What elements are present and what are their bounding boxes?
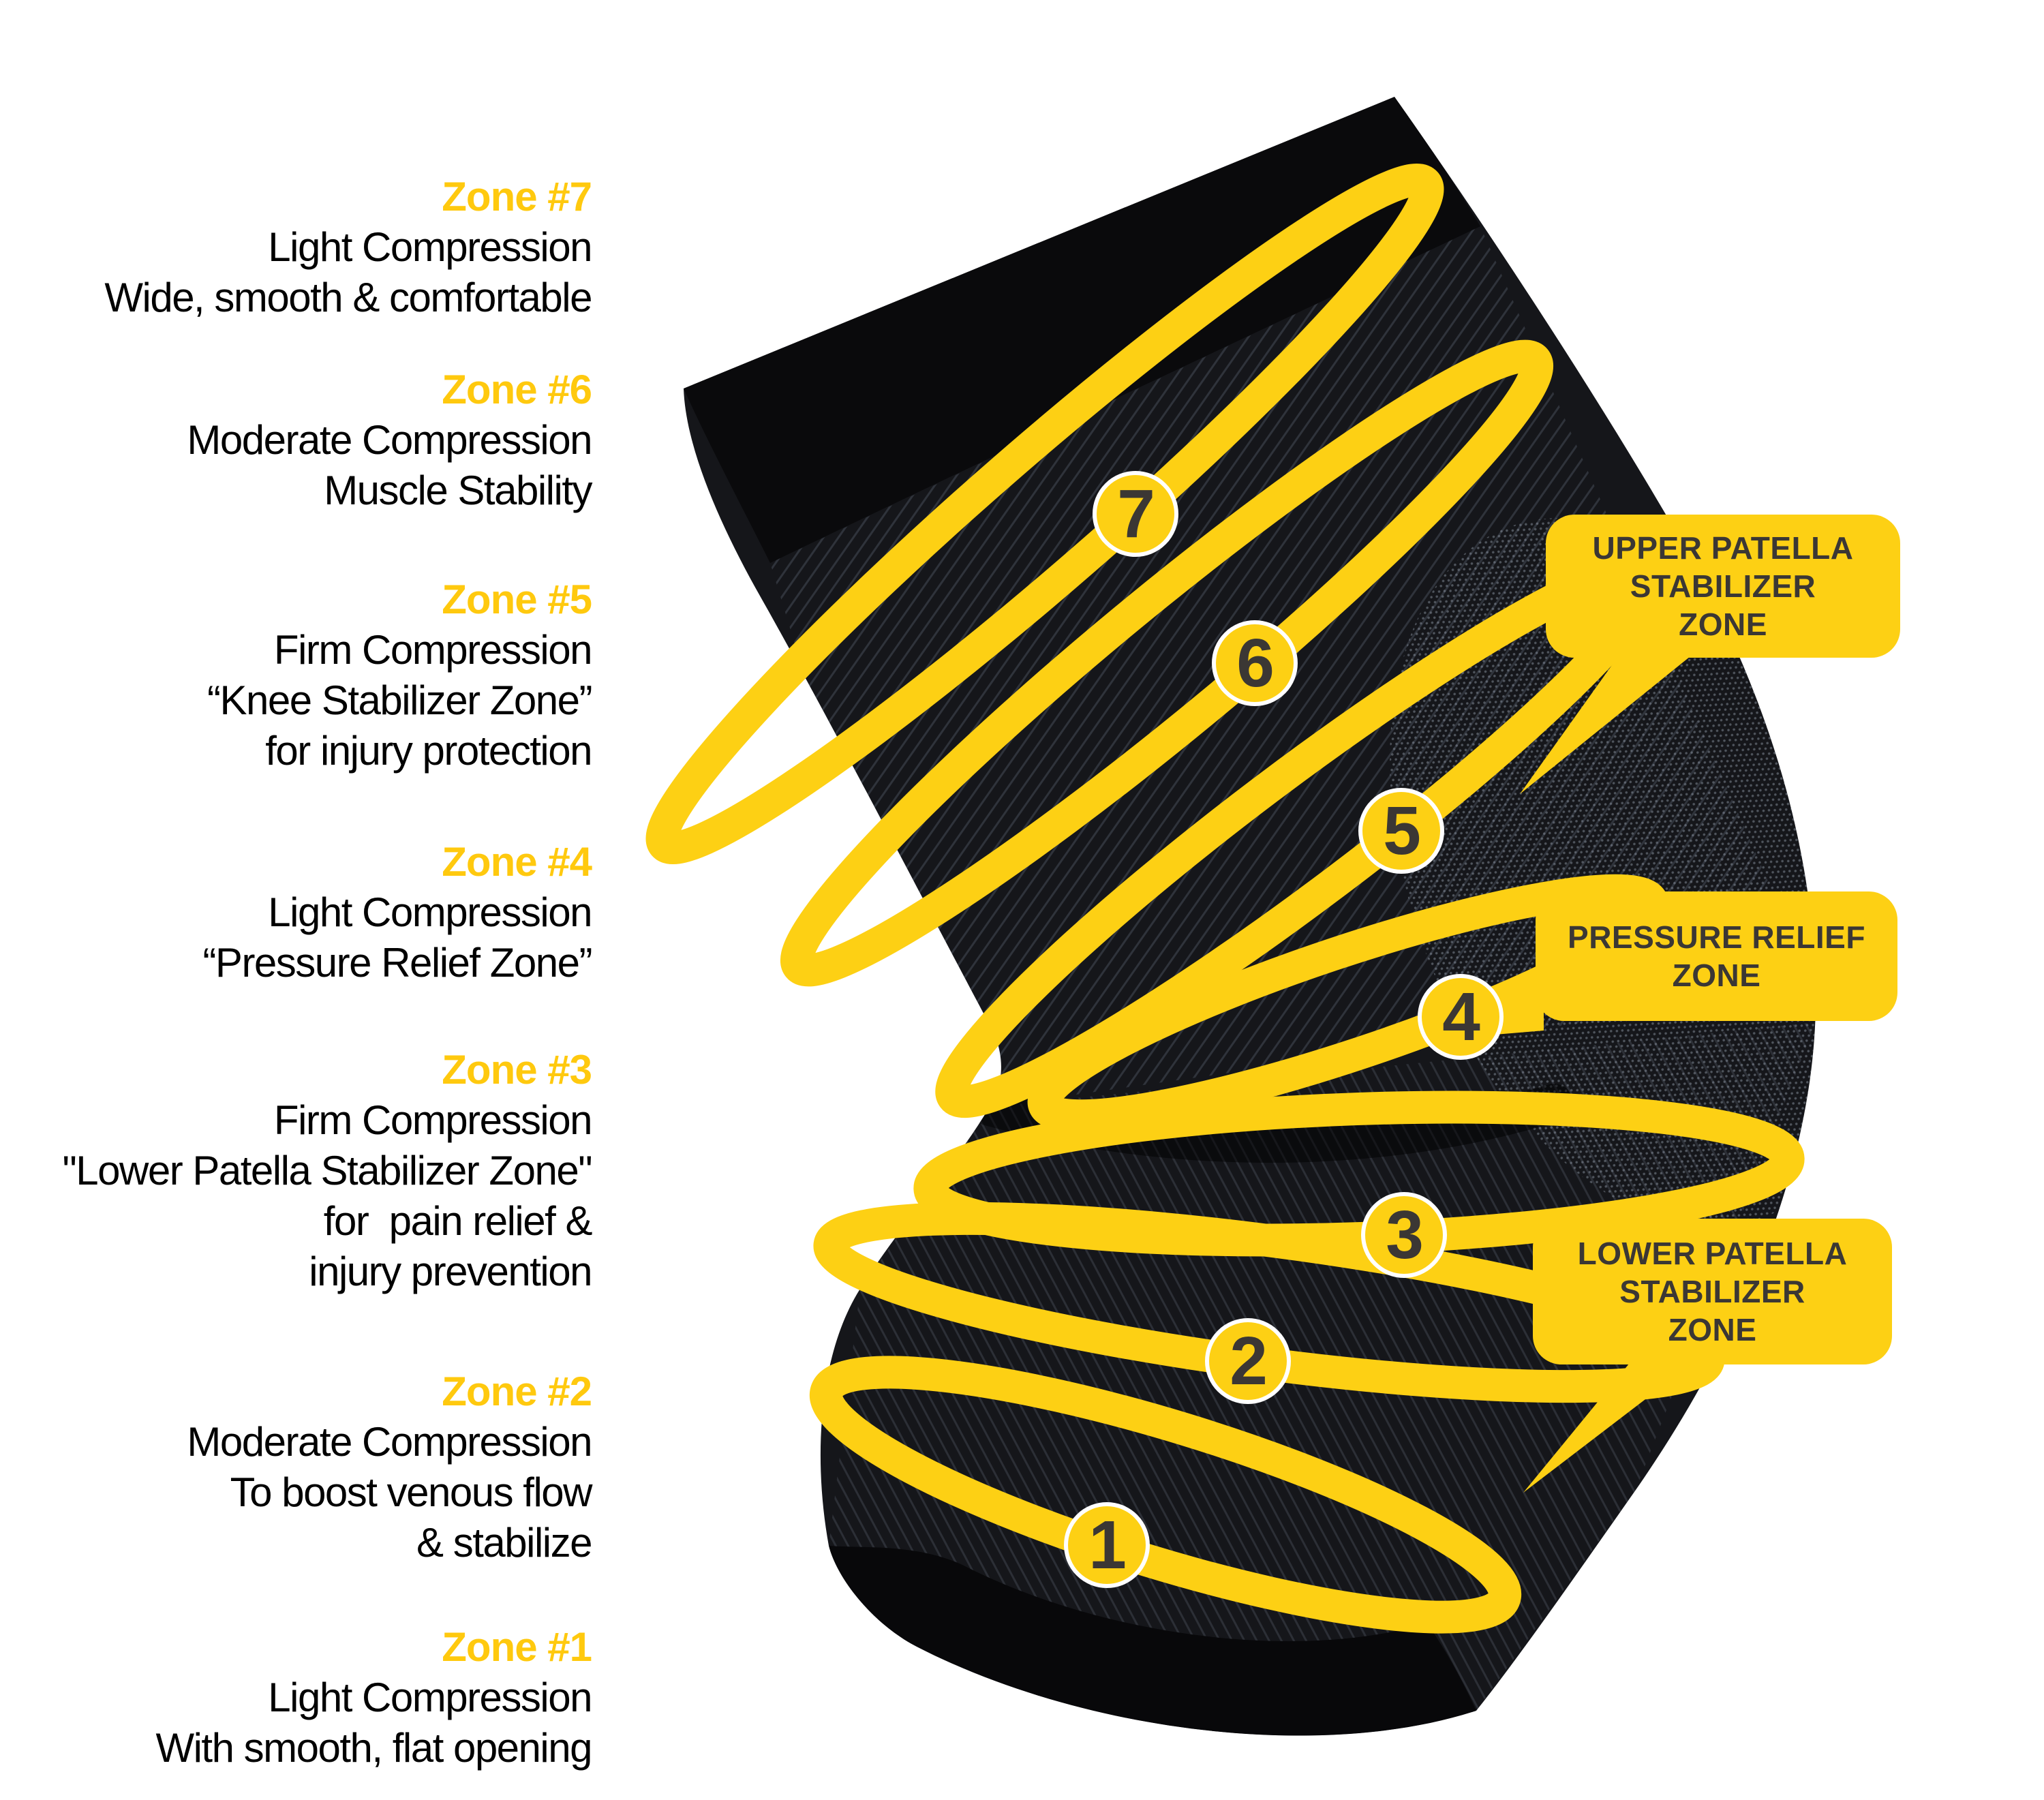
top-cuff-band: [684, 97, 1480, 563]
zone-badge-4: 4: [1418, 974, 1504, 1060]
callout-line: STABILIZER: [1630, 568, 1816, 604]
zone-3-line: "Lower Patella Stabilizer Zone": [62, 1148, 592, 1193]
ring-7: [645, 163, 1444, 865]
zone-6-heading: Zone #6: [442, 367, 592, 412]
callout-line: STABILIZER: [1619, 1274, 1805, 1309]
callout-line: PRESSURE RELIEF: [1568, 919, 1865, 955]
zone-2-line: To boost venous flow: [230, 1469, 593, 1515]
zone-badge-7: 7: [1093, 471, 1178, 557]
zone-badge-3: 3: [1361, 1192, 1447, 1278]
zone-7-description: Zone #7 Light Compression Wide, smooth &…: [0, 172, 592, 323]
zone-3-description: Zone #3 Firm Compression "Lower Patella …: [0, 1045, 592, 1297]
zone-descriptions: Zone #7 Light Compression Wide, smooth &…: [0, 0, 592, 1800]
upper-callout-tail: [1520, 651, 1697, 794]
callout-line: ZONE: [1668, 1312, 1757, 1347]
callout-line: UPPER PATELLA: [1592, 530, 1854, 566]
callout-line: ZONE: [1679, 607, 1767, 642]
zone-3-line: injury prevention: [309, 1249, 592, 1294]
zone-1-line: With smooth, flat opening: [155, 1725, 592, 1771]
lower-callout-tail: [1523, 1360, 1697, 1493]
zone-4-line: “Pressure Relief Zone”: [202, 940, 592, 986]
zone-3-heading: Zone #3: [442, 1047, 592, 1093]
zone-2-description: Zone #2 Moderate Compression To boost ve…: [0, 1367, 592, 1568]
zone-3-line: for pain relief &: [323, 1198, 593, 1244]
zone-1-heading: Zone #1: [442, 1624, 592, 1670]
zone-7-heading: Zone #7: [442, 174, 592, 219]
callout-lower-patella-stabilizer-zone: LOWER PATELLA STABILIZER ZONE: [1533, 1219, 1892, 1364]
zone-5-heading: Zone #5: [442, 577, 592, 622]
zone-badge-6: 6: [1212, 620, 1298, 706]
zone-5-description: Zone #5 Firm Compression “Knee Stabilize…: [0, 575, 592, 776]
callout-line: LOWER PATELLA: [1577, 1236, 1848, 1271]
zone-4-line: Light Compression: [268, 889, 592, 935]
zone-4-heading: Zone #4: [442, 839, 592, 885]
zone-5-line: “Knee Stabilizer Zone”: [207, 677, 592, 723]
zone-6-line: Moderate Compression: [187, 417, 592, 463]
zone-badge-5: 5: [1358, 788, 1444, 874]
zone-badge-1: 1: [1064, 1502, 1150, 1588]
ring-6: [780, 339, 1554, 987]
zone-2-heading: Zone #2: [442, 1369, 592, 1414]
zone-6-line: Muscle Stability: [324, 468, 592, 513]
zone-1-line: Light Compression: [268, 1675, 592, 1720]
zone-5-line: Firm Compression: [273, 627, 593, 673]
zone-badge-2: 2: [1205, 1318, 1291, 1404]
bottom-cuff-band: [829, 1546, 1476, 1736]
callout-line: ZONE: [1672, 958, 1761, 993]
zone-5-line: for injury protection: [265, 728, 592, 774]
callout-upper-patella-stabilizer-zone: UPPER PATELLA STABILIZER ZONE: [1546, 515, 1900, 658]
zone-2-line: & stabilize: [416, 1520, 592, 1566]
zone-4-description: Zone #4 Light Compression “Pressure Reli…: [0, 837, 592, 988]
zone-3-line: Firm Compression: [273, 1097, 593, 1143]
callout-pressure-relief-zone: PRESSURE RELIEF ZONE: [1536, 891, 1897, 1021]
zone-6-description: Zone #6 Moderate Compression Muscle Stab…: [0, 365, 592, 516]
zone-7-line: Wide, smooth & comfortable: [104, 275, 592, 320]
zone-1-description: Zone #1 Light Compression With smooth, f…: [0, 1622, 592, 1773]
zone-7-line: Light Compression: [268, 224, 592, 270]
zone-2-line: Moderate Compression: [187, 1419, 592, 1465]
